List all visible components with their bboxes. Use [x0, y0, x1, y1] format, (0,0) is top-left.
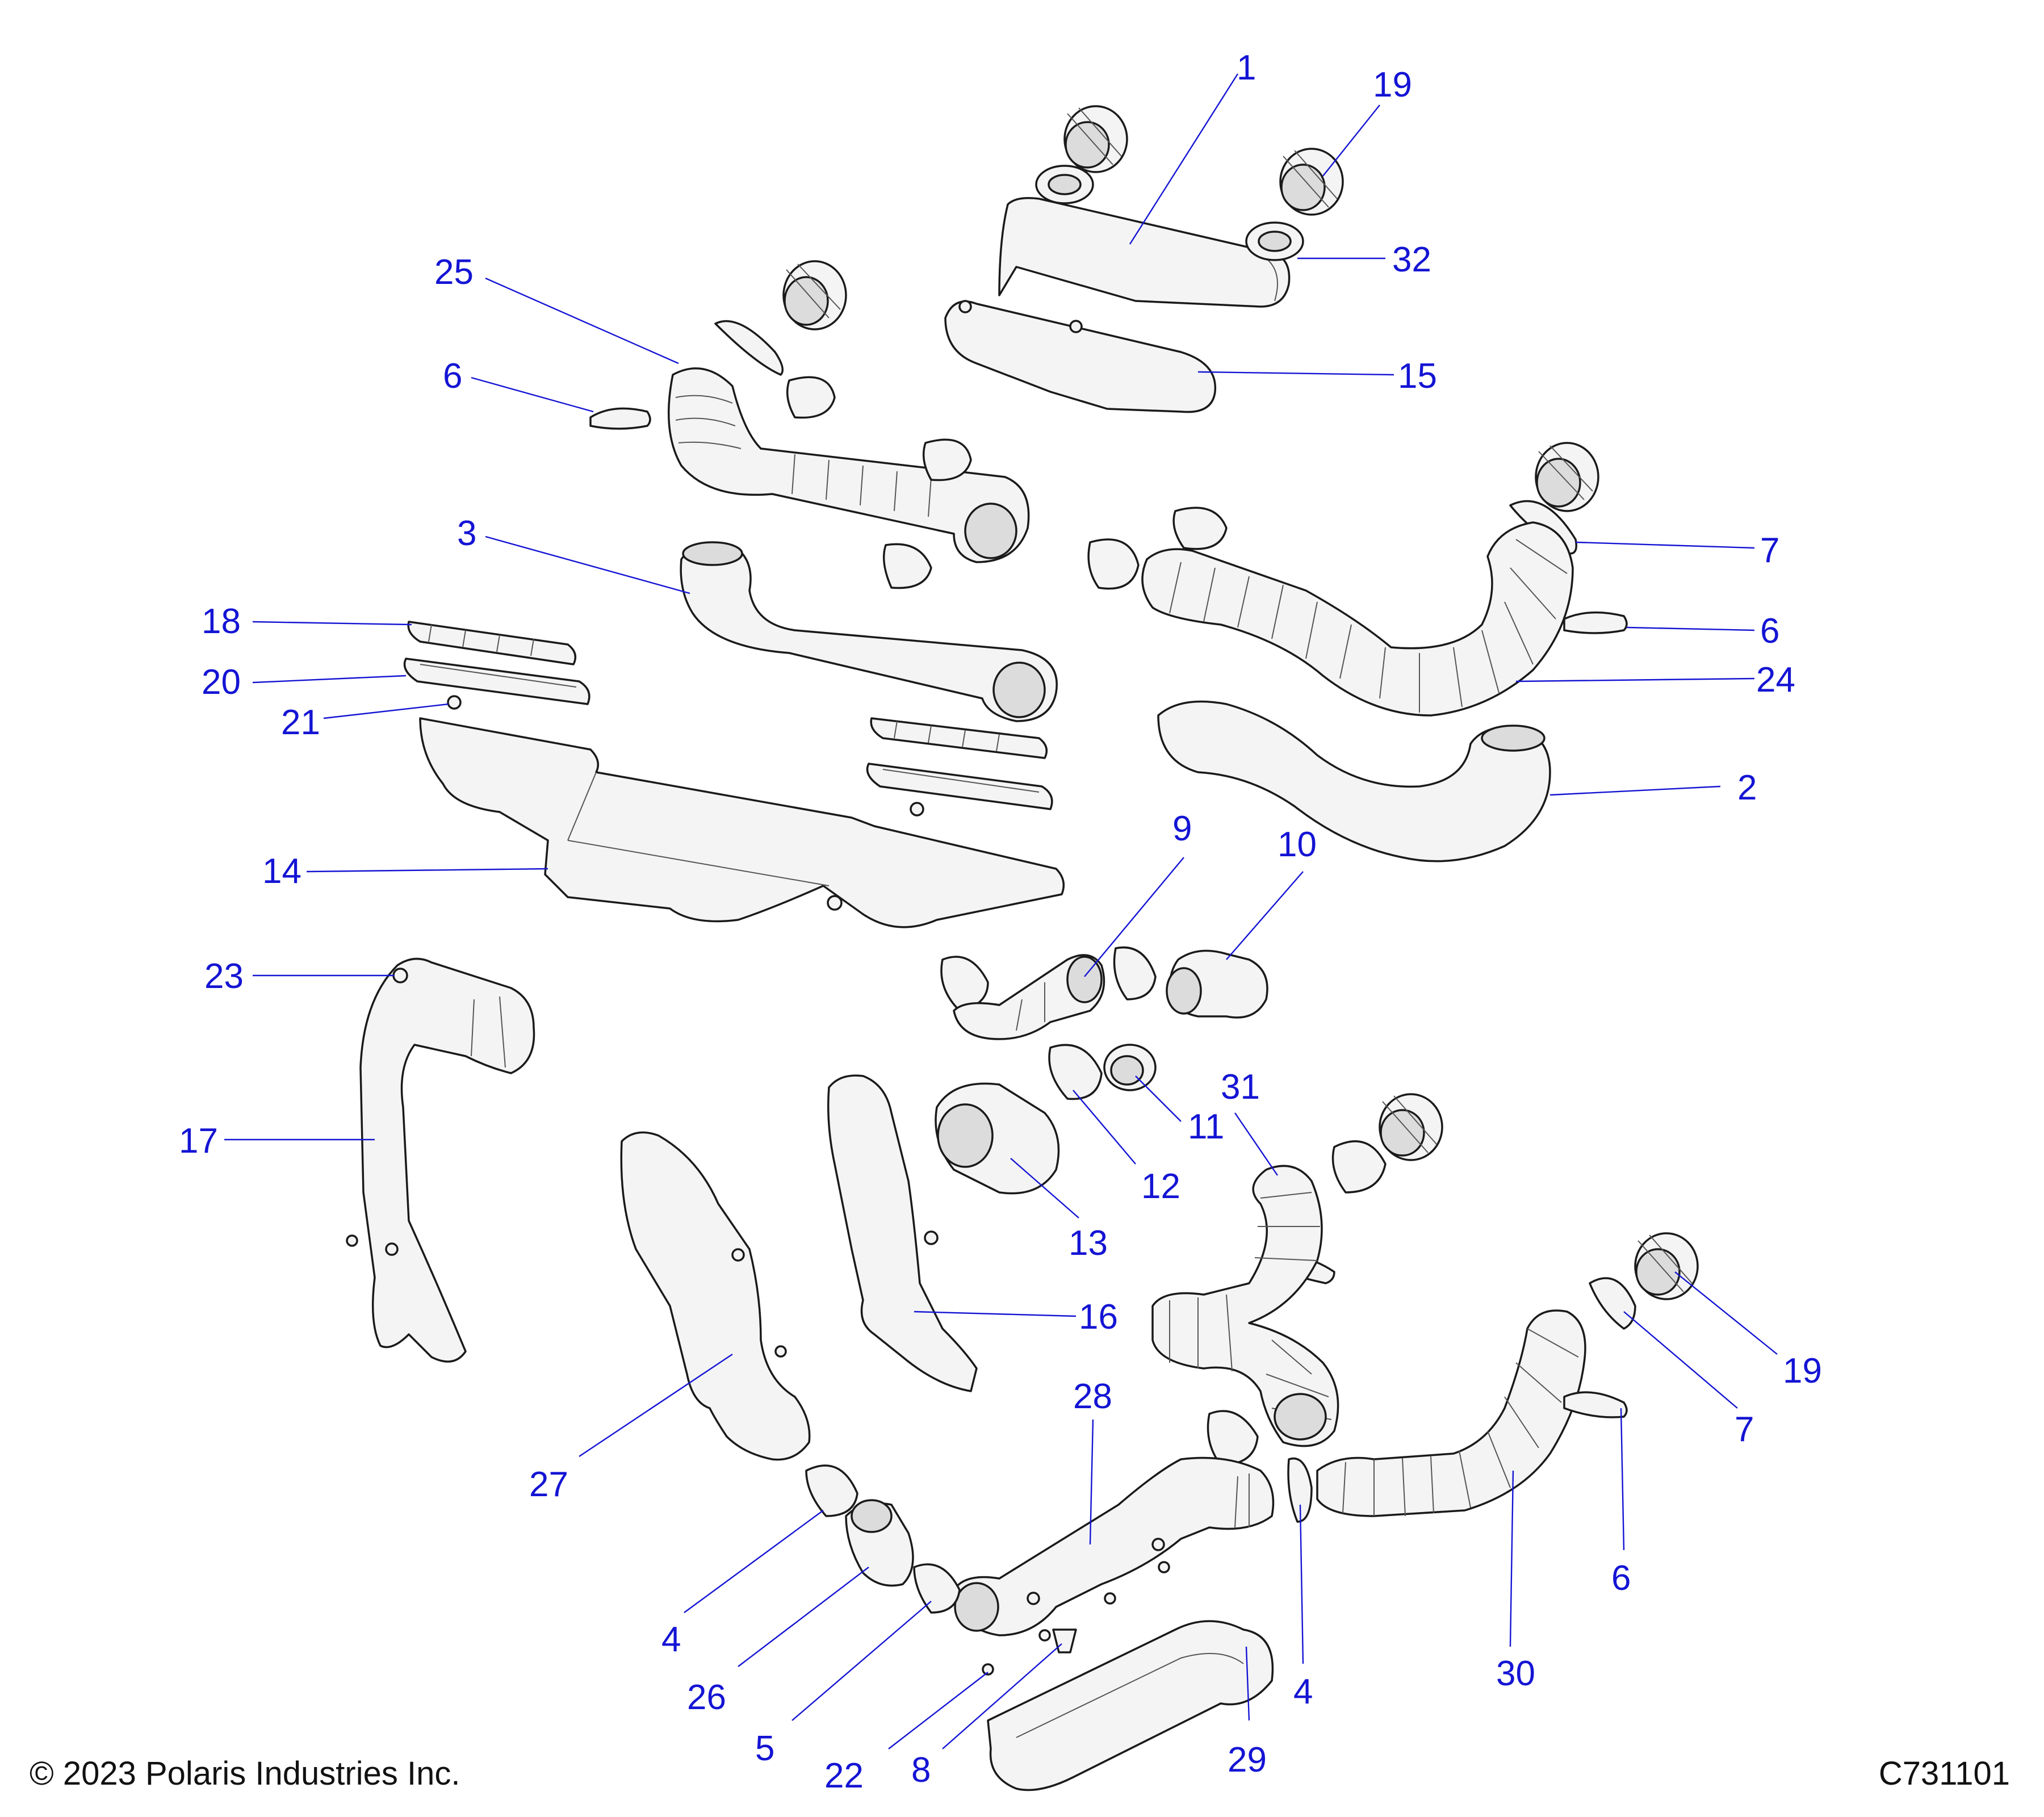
- ring-32-hole: [1258, 231, 1292, 252]
- adapter-26: [845, 1499, 914, 1587]
- callout-25: 25: [434, 253, 474, 292]
- clamp-hose25-c: [882, 543, 932, 589]
- register-19-bottom: [1634, 1232, 1699, 1300]
- callout-24: 24: [1756, 660, 1795, 700]
- clamp-right-upper-b: [1087, 538, 1140, 590]
- callout-21: 21: [281, 703, 320, 742]
- gasket-right: [866, 763, 1053, 810]
- hose-31: [1151, 1165, 1339, 1447]
- hose-9: [953, 954, 1105, 1040]
- callout-4-left: 4: [661, 1620, 681, 1659]
- callout-labels: 1 19 32 15 25 6 3 7 6 24 18 20 21 2 14 9…: [179, 48, 1822, 1795]
- callout-20: 20: [202, 663, 241, 702]
- callout-12: 12: [1141, 1167, 1180, 1206]
- callout-1: 1: [1237, 48, 1256, 87]
- hose-30: [1316, 1309, 1586, 1517]
- callout-16: 16: [1079, 1297, 1118, 1337]
- clamp-hose25-b: [922, 438, 972, 482]
- callout-32: 32: [1392, 240, 1431, 279]
- clamp-31-a: [1331, 1140, 1387, 1194]
- hose-24: [1141, 521, 1574, 717]
- register-19-top-right: [1279, 148, 1344, 216]
- callout-2: 2: [1737, 768, 1757, 807]
- duct-27: [620, 1131, 811, 1461]
- screw-28-c: [1038, 1629, 1051, 1642]
- duct-15: [944, 300, 1217, 413]
- duct-17: [346, 957, 535, 1363]
- screw-28-a: [1158, 1561, 1170, 1573]
- callout-29: 29: [1228, 1740, 1267, 1780]
- duct-1: [998, 197, 1291, 308]
- clamp-31-c: [1207, 1410, 1259, 1466]
- register-right-upper: [1535, 442, 1599, 512]
- callout-18: 18: [202, 602, 241, 641]
- callout-7-lower: 7: [1735, 1410, 1754, 1449]
- leader-lines: [224, 73, 1778, 1749]
- callout-3: 3: [457, 514, 476, 553]
- clamp-6-right-upper: [1563, 611, 1628, 634]
- register-left-upper: [782, 260, 847, 330]
- duct-3: [680, 541, 1058, 722]
- clamp-5: [913, 1563, 961, 1614]
- ring-top-left-hole: [1048, 174, 1082, 195]
- clamp-4-right: [1287, 1457, 1313, 1523]
- callout-23: 23: [204, 957, 244, 996]
- callout-13: 13: [1069, 1224, 1108, 1263]
- clamp-9-right: [1113, 946, 1157, 1000]
- gasket-20: [403, 658, 590, 705]
- callout-26: 26: [687, 1678, 726, 1717]
- callout-6-left: 6: [443, 357, 462, 396]
- duct-14: [419, 717, 1065, 928]
- duct-2: [1157, 700, 1551, 863]
- screw-22: [982, 1663, 994, 1676]
- hose-25: [668, 367, 1030, 563]
- callout-10: 10: [1278, 825, 1317, 864]
- register-18: [407, 621, 577, 665]
- callout-11: 11: [1188, 1107, 1224, 1146]
- clamp-4-left: [805, 1464, 858, 1517]
- clamp-9-left: [940, 956, 989, 1012]
- callout-6-right: 6: [1760, 612, 1779, 651]
- register-31: [1379, 1093, 1443, 1161]
- callout-9: 9: [1172, 809, 1192, 848]
- clamp-12: [1048, 1044, 1103, 1100]
- callout-7-upper: 7: [1760, 531, 1779, 570]
- copyright-text: © 2023 Polaris Industries Inc.: [30, 1755, 460, 1792]
- register-19-top-left: [1063, 105, 1128, 173]
- callout-30: 30: [1496, 1654, 1535, 1693]
- clamp-7-bottom: [1589, 1277, 1636, 1330]
- clamp-6-left: [589, 407, 651, 430]
- callout-14: 14: [262, 852, 301, 891]
- register-right: [870, 717, 1048, 759]
- duct-28: [953, 1456, 1275, 1636]
- callout-27: 27: [529, 1465, 568, 1504]
- callout-19-bottom: 19: [1783, 1351, 1822, 1391]
- duct-16: [827, 1074, 978, 1392]
- callout-8: 8: [911, 1751, 931, 1790]
- clamp-right-upper-a: [1172, 506, 1228, 550]
- clamp-6-bottom: [1563, 1391, 1628, 1418]
- callout-5: 5: [755, 1729, 774, 1768]
- screw-23: [392, 968, 408, 983]
- callout-28: 28: [1073, 1377, 1112, 1416]
- callout-17: 17: [179, 1121, 218, 1161]
- callout-4-right: 4: [1293, 1672, 1313, 1711]
- tray-29: [987, 1620, 1274, 1791]
- screw-28-b: [1104, 1592, 1116, 1605]
- callout-19-top: 19: [1373, 65, 1412, 104]
- callout-15: 15: [1398, 357, 1437, 396]
- callout-6-lower: 6: [1611, 1559, 1631, 1598]
- screw-right: [910, 802, 924, 817]
- callout-31: 31: [1221, 1067, 1260, 1107]
- clamp-left-upper: [714, 320, 784, 376]
- clamp-hose25-a: [786, 376, 836, 419]
- ring-11: [1103, 1044, 1157, 1091]
- callout-22: 22: [824, 1756, 864, 1795]
- adapter-10: [1166, 949, 1268, 1019]
- filter-13: [935, 1082, 1060, 1195]
- screw-21: [447, 695, 462, 710]
- diagram-code: C731101: [1878, 1755, 2010, 1792]
